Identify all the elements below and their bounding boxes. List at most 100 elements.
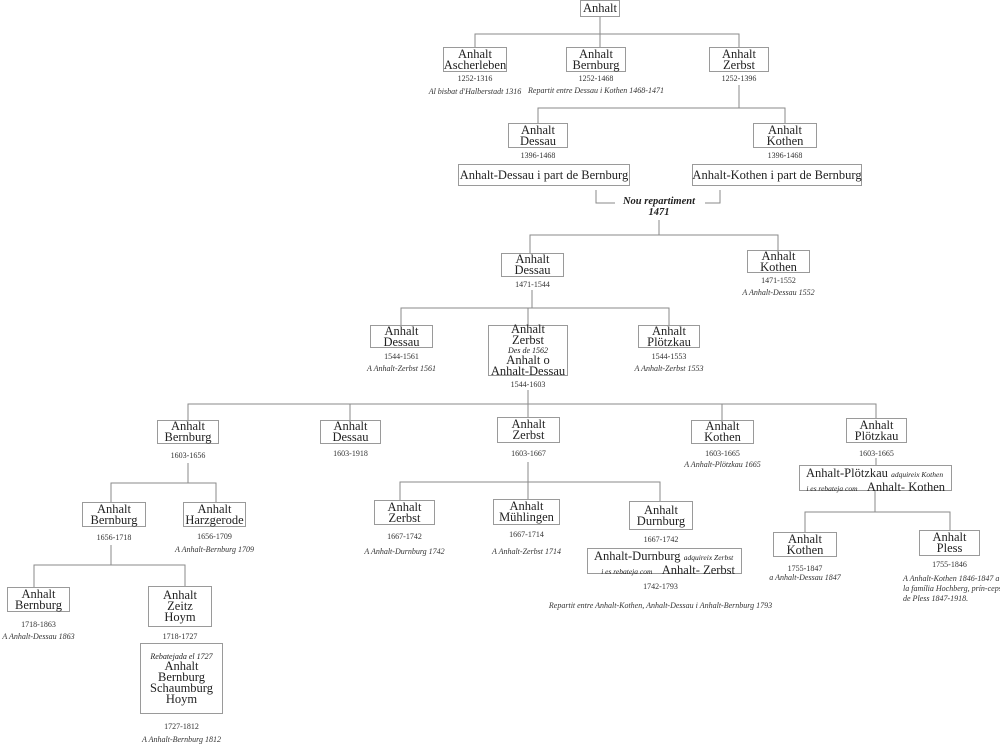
node-label-line: Kothen [704,430,741,444]
node-label-line: Bernburg [164,430,212,444]
node-label-line: Plötzkau [647,334,691,349]
rename-plotzkau-kothen: Anhalt-Plötzkau adquireix Kothen i es reb… [799,465,952,493]
connector-line [474,33,740,47]
node-label-line: Anhalt [520,122,556,137]
connector-line [399,481,661,501]
node-label-line: Anhalt [384,323,419,338]
rename-to: Anhalt- Zerbst [661,563,735,577]
node-label-line: Zerbst [512,333,544,347]
rename-from: Anhalt-Plötzkau [806,466,888,480]
node-label-line: Anhalt-Kothen i part de Bernburg [692,167,862,182]
connector-line [595,190,615,204]
node-note: A Anhalt-Zerbst 1553 [634,364,704,373]
node-label-line: Anhalt [651,323,687,338]
rename-row: Anhalt-Durnburg adquireix Zerbst [594,550,735,564]
node-label-line: Pless [936,541,963,555]
node-label-line: Anhalt [509,499,544,513]
node-label-line: Hoym [164,610,196,624]
rename-action: adquireix Kothen [891,470,944,479]
node-label-line: Anhalt [164,659,199,673]
node-label-line: Dessau [383,334,420,349]
node-label-line: Zerbst [512,428,545,442]
connector-line [400,307,670,325]
node-label-line: Anhalt [96,501,132,516]
node-label-line: Anhalt [859,417,894,432]
node-dates: 1603-1918 [333,449,368,458]
rename-dates: 1742-1793 [643,582,678,591]
node-label-line: Zerbst [388,510,421,525]
node-note: A Anhalt-Bernburg 1709 [175,545,254,554]
node-label-line: Ascherleben [443,57,507,72]
node-dates: 1667-1742 [643,535,679,544]
rename-from: Anhalt-Durnburg [594,549,681,563]
node-label-line: Zeitz [167,599,193,613]
connector-line [110,482,217,502]
node-dates: 1396-1468 [520,151,556,160]
node-label-line: Anhalt [333,419,368,433]
node-dates: 1718-1863 [21,620,56,629]
node-label-line: Bernburg [158,670,205,684]
node-dates: 1755-1846 [932,560,967,569]
connector-line [529,234,779,253]
node-label-line: Kothen [760,259,797,274]
node-label-line: Dessau [519,133,557,148]
node-dates: 1471-1552 [761,276,796,285]
node-dates: 1544-1561 [384,352,419,361]
node-dates: 1718-1727 [162,632,198,641]
node-label-line: Anhalt [721,46,757,61]
node-label-line: Anhalt [21,586,56,601]
rename-connector: i es rebateja com [601,567,653,576]
rename-durnburg-zerbst: Anhalt-Durnburg adquireix Zerbst i es reb… [587,548,742,577]
node-label-line: Anhalt [197,501,232,516]
rename-note: Repartit entre Anhalt-Kothen, Anhalt-Des… [548,601,773,610]
node-note: a Anhalt-Dessau 1847 [769,573,841,582]
node-label-line: Durnburg [636,513,686,528]
node-dates: 1656-1718 [96,533,132,542]
node-dates: 1544-1553 [651,352,687,361]
event-title: Nou repartiment [622,196,696,207]
node-label-line: Bernburg [15,597,62,612]
node-note: A Anhalt-Durnburg 1742 [364,547,445,556]
node-note: A Anhalt-Bernburg 1812 [142,735,221,744]
rename-connector: i es rebateja com [806,484,858,493]
node-label-line: Anhalt [510,322,546,336]
node-label-line: Anhalt [582,1,618,15]
node-note: A Anhalt-Zerbst 1561 [366,364,437,373]
node-note: A Anhalt-Dessau 1552 [742,288,815,297]
node-dates: 1603-1667 [511,449,546,458]
node-label-line: Anhalt [578,46,614,61]
node-dates: 1603-1665 [859,449,894,458]
node-note: A Anhalt-Zerbst 1714 [491,547,562,556]
connector-line [187,403,877,420]
node-dates: 1667-1742 [387,532,422,541]
node-dates: 1603-1665 [705,449,740,458]
node-label-line: Dessau [332,430,369,444]
node-dates: 1667-1714 [509,530,544,539]
rename-row: Anhalt-Plötzkau adquireix Kothen [806,467,945,481]
node-label-line: Anhalt [515,252,550,266]
node-dates: 1603-1656 [170,451,206,460]
node-dates: 1544-1603 [510,380,546,389]
node-label-line: Anhalt [511,417,546,431]
node-label-line: Anhalt [767,122,803,137]
node-label-line: Hoym [165,692,198,706]
connector-line [537,85,740,123]
event-year: 1471 [648,207,670,218]
node-note: Al bisbat d'Halberstadt 1316 [428,87,522,96]
